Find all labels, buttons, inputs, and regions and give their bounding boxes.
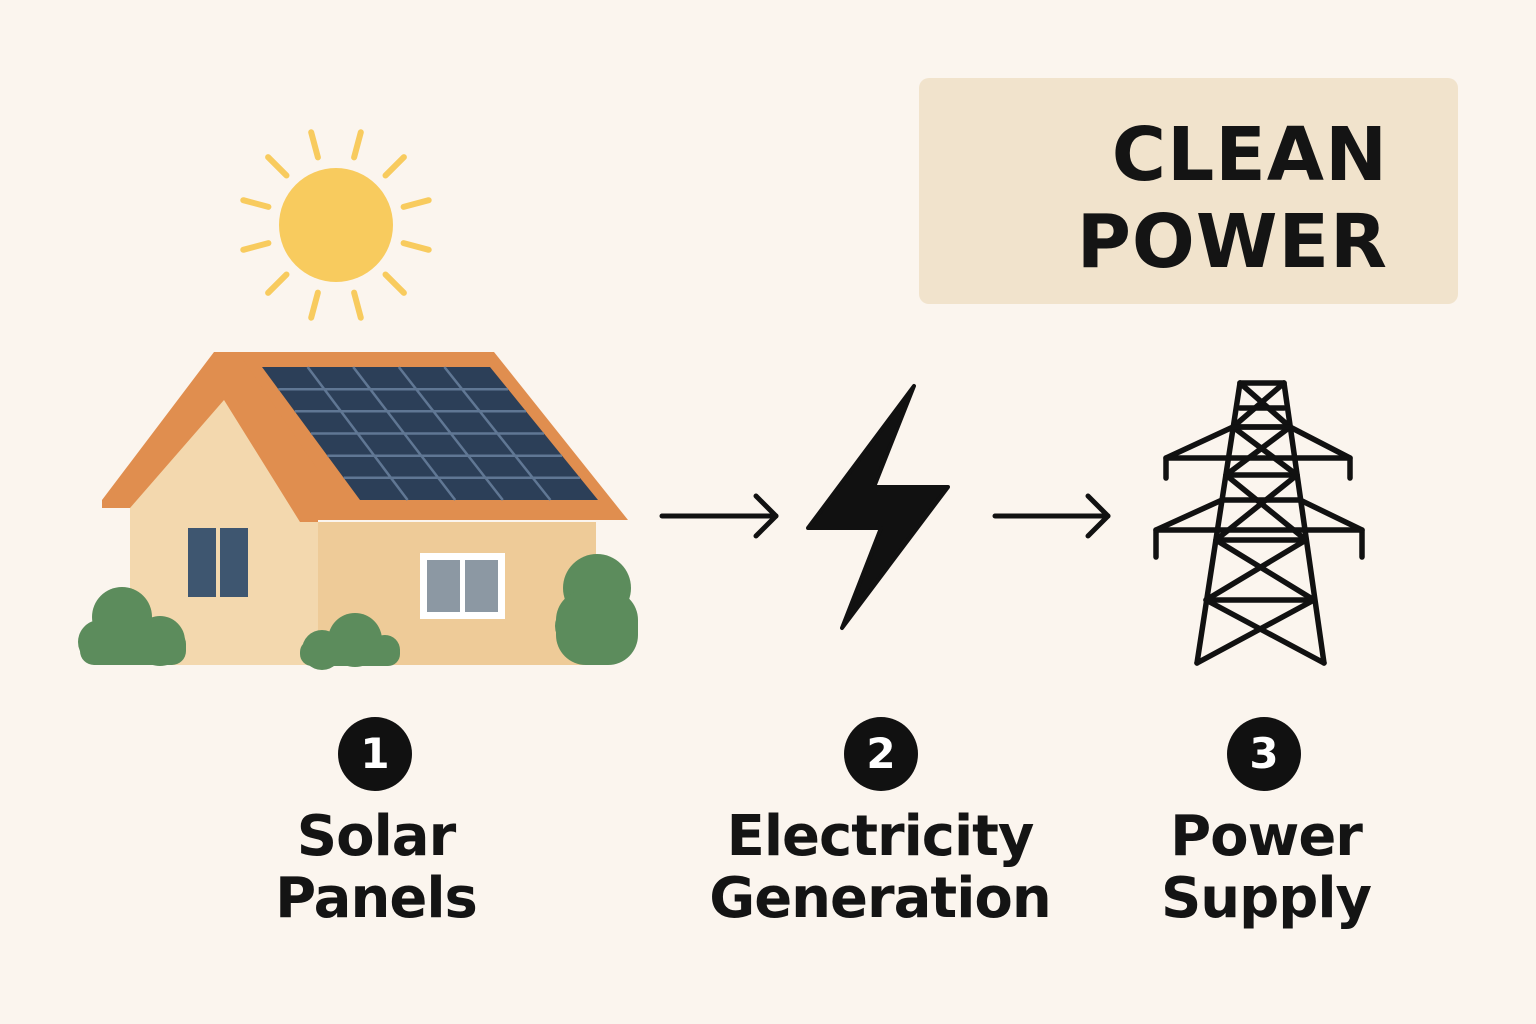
step-1-label: Solar Panels xyxy=(176,806,576,930)
title-line-1: CLEAN xyxy=(1111,112,1388,198)
arrow-right-icon xyxy=(992,493,1111,539)
step-3-label-line-2: Supply xyxy=(1160,866,1372,931)
step-2-number-badge: 2 xyxy=(844,717,918,791)
title-box: CLEAN POWER xyxy=(919,78,1458,304)
step-1-number-badge: 1 xyxy=(338,717,412,791)
step-2-label-line-2: Generation xyxy=(709,866,1052,931)
sun-icon xyxy=(240,129,432,321)
arrow-right-icon xyxy=(659,493,779,539)
step-3-label: Power Supply xyxy=(1066,806,1466,930)
step-1-label-line-2: Panels xyxy=(275,866,478,931)
step-3-label-line-1: Power xyxy=(1170,804,1363,869)
title-line-2: POWER xyxy=(1076,199,1388,285)
power-transmission-tower-icon xyxy=(1153,380,1365,666)
step-3-number-badge: 3 xyxy=(1227,717,1301,791)
step-2-label: Electricity Generation xyxy=(680,806,1080,930)
step-1-label-line-1: Solar xyxy=(296,804,456,869)
house-with-solar-panels-icon xyxy=(78,352,638,670)
lightning-bolt-icon xyxy=(806,384,950,630)
step-2-label-line-1: Electricity xyxy=(726,804,1035,869)
